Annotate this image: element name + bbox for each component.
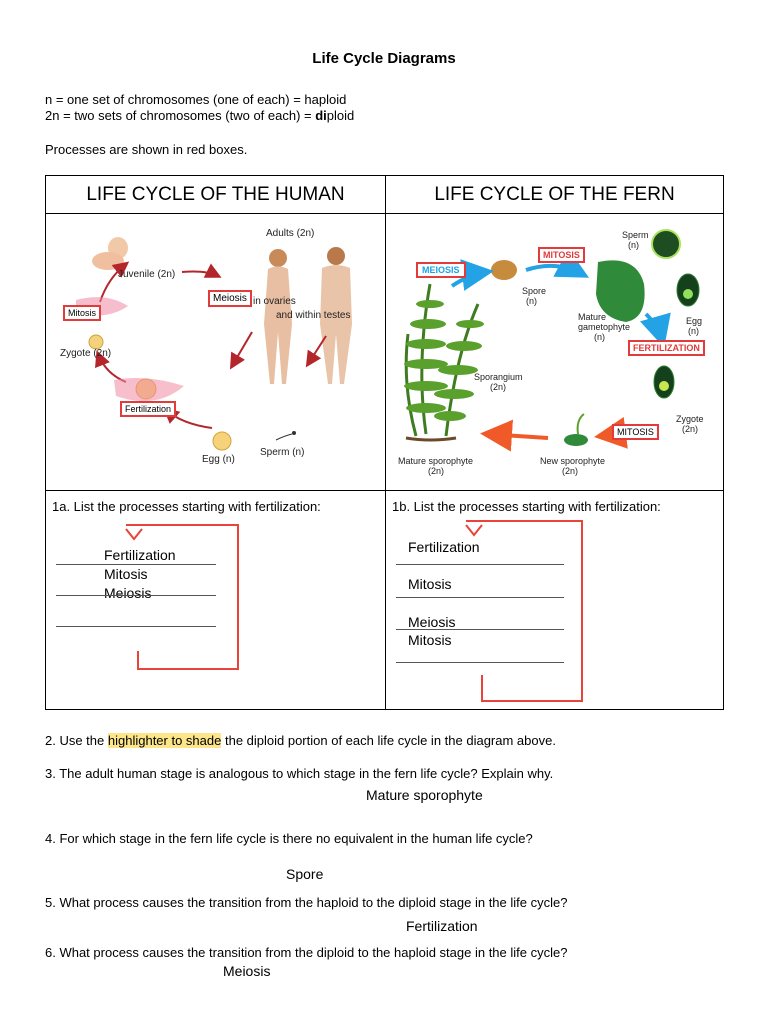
page-title: Life Cycle Diagrams bbox=[312, 50, 456, 67]
fern-blue-arrows bbox=[450, 248, 671, 348]
question-2-post: the diploid portion of each life cycle i… bbox=[221, 733, 556, 748]
processes-note: Processes are shown in red boxes. bbox=[45, 142, 248, 157]
q1b-cell: 1b. List the processes starting with fer… bbox=[385, 490, 724, 710]
diploid-definition: 2n = two sets of chromosomes (two of eac… bbox=[45, 108, 354, 123]
human-life-cycle-diagram: Adults (2n) Juvenile (2n) Mitosis Meiosi… bbox=[46, 214, 385, 490]
adult-female-figure bbox=[264, 249, 292, 384]
fern-mitosis2-process-box: MITOSIS bbox=[612, 424, 659, 440]
sporangium-2n-label: (2n) bbox=[490, 382, 507, 392]
q1b-answer-2: Mitosis bbox=[408, 576, 452, 592]
fern-fertilization-process-box: FERTILIZATION bbox=[628, 340, 705, 356]
mature-gametophyte-label: Mature bbox=[578, 312, 607, 322]
fern-sperm-n-label: (n) bbox=[628, 240, 639, 250]
gametophyte-n-label: (n) bbox=[594, 332, 605, 342]
q1a-answer-2: Mitosis bbox=[104, 566, 148, 582]
q1b-cycle-arrow bbox=[465, 520, 583, 702]
diploid-definition-post: ploid bbox=[326, 108, 355, 123]
question-3: 3. The adult human stage is analogous to… bbox=[45, 766, 554, 781]
q1a-answer-3: Meiosis bbox=[104, 585, 152, 601]
meiosis-process-box: Meiosis bbox=[208, 290, 252, 307]
diploid-definition-bold: di bbox=[315, 108, 327, 123]
answer-3: Mature sporophyte bbox=[366, 787, 483, 803]
sperm-figure bbox=[275, 431, 296, 441]
new-sporophyte-figure bbox=[564, 413, 588, 446]
zygote-figure-fern bbox=[653, 365, 675, 399]
mature-sporophyte-2n-label: (2n) bbox=[428, 466, 445, 476]
fern-header-cell: LIFE CYCLE OF THE FERN bbox=[385, 175, 724, 214]
q1b-question: 1b. List the processes starting with fer… bbox=[392, 499, 661, 514]
mitosis-process-box: Mitosis bbox=[63, 305, 102, 321]
q1b-answer-1: Fertilization bbox=[408, 539, 480, 555]
gametophyte-figure bbox=[596, 260, 645, 322]
fern-life-cycle-diagram: Sperm (n) MITOSIS MEIOSIS Spore (n) Matu… bbox=[386, 214, 723, 490]
zygote-label: Zygote (2n) bbox=[60, 348, 112, 359]
q1a-answer-area: 1a. List the processes starting with fer… bbox=[46, 491, 385, 709]
q1b-line-4 bbox=[396, 662, 564, 663]
spore-n-label: (n) bbox=[526, 296, 537, 306]
juvenile-label: Juvenile (2n) bbox=[118, 269, 176, 280]
question-6: 6. What process causes the transition fr… bbox=[45, 945, 568, 960]
sporangium-label: Sporangium bbox=[474, 372, 523, 382]
adult-male-figure bbox=[320, 247, 352, 384]
q1a-question: 1a. List the processes starting with fer… bbox=[52, 499, 321, 514]
question-2-highlight: highlighter to shade bbox=[107, 733, 222, 748]
fern-zygote-label: Zygote bbox=[676, 414, 704, 424]
fern-sperm-label: Sperm bbox=[622, 230, 649, 240]
fern-diagram-art bbox=[404, 229, 700, 452]
q1b-line-3 bbox=[396, 629, 564, 630]
q1b-answer-3: Meiosis bbox=[408, 614, 456, 630]
zygote-figure bbox=[88, 334, 104, 350]
fern-zygote-2n-label: (2n) bbox=[682, 424, 699, 434]
adults-label: Adults (2n) bbox=[266, 228, 315, 239]
diploid-definition-pre: 2n = two sets of chromosomes (two of eac… bbox=[45, 108, 316, 123]
life-cycle-table: LIFE CYCLE OF THE HUMAN LIFE CYCLE OF TH… bbox=[45, 175, 724, 710]
answer-6: Meiosis bbox=[223, 963, 271, 979]
mature-sporophyte-fern bbox=[404, 283, 484, 442]
question-4: 4. For which stage in the fern life cycl… bbox=[45, 831, 533, 846]
q1b-line-1 bbox=[396, 564, 564, 565]
spore-label: Spore bbox=[522, 286, 547, 296]
question-5: 5. What process causes the transition fr… bbox=[45, 895, 568, 910]
fertilization-process-box: Fertilization bbox=[120, 401, 177, 417]
egg-zoom-figure bbox=[676, 273, 700, 307]
answer-4: Spore bbox=[286, 866, 324, 882]
in-ovaries-label: in ovaries bbox=[253, 296, 296, 307]
question-2-pre: 2. Use the bbox=[45, 733, 108, 748]
q1a-line-3 bbox=[56, 626, 216, 627]
fern-egg-n-label: (n) bbox=[688, 326, 699, 336]
haploid-definition: n = one set of chromosomes (one of each)… bbox=[45, 92, 347, 107]
q1b-answer-area: 1b. List the processes starting with fer… bbox=[386, 491, 723, 709]
q1a-cycle-arrow bbox=[125, 524, 239, 670]
gametophyte-label: gametophyte bbox=[578, 322, 631, 332]
fern-egg-label: Egg bbox=[686, 316, 703, 326]
within-testes-label: and within testes bbox=[276, 310, 351, 321]
fern-meiosis-process-box: MEIOSIS bbox=[416, 262, 466, 278]
human-header-cell: LIFE CYCLE OF THE HUMAN bbox=[45, 175, 386, 214]
fern-meiosis-label: MEIOSIS bbox=[422, 265, 460, 275]
human-header: LIFE CYCLE OF THE HUMAN bbox=[86, 184, 345, 205]
new-sporophyte-2n-label: (2n) bbox=[562, 466, 579, 476]
sperm-label: Sperm (n) bbox=[260, 447, 305, 458]
q1a-line-1 bbox=[56, 564, 216, 565]
q1b-answer-4: Mitosis bbox=[408, 632, 452, 648]
spore-figure bbox=[491, 260, 517, 280]
new-sporophyte-label: New sporophyte bbox=[540, 456, 606, 466]
fern-header: LIFE CYCLE OF THE FERN bbox=[434, 184, 675, 205]
q1a-answer-1: Fertilization bbox=[104, 547, 176, 563]
sperm-zoom-figure bbox=[651, 229, 681, 259]
mature-sporophyte-label: Mature sporophyte bbox=[398, 456, 474, 466]
human-diagram-cell: Adults (2n) Juvenile (2n) Mitosis Meiosi… bbox=[45, 213, 386, 491]
egg-figure bbox=[212, 431, 232, 451]
q1b-line-2 bbox=[396, 597, 564, 598]
egg-label: Egg (n) bbox=[202, 454, 235, 465]
fern-diagram-cell: Sperm (n) MITOSIS MEIOSIS Spore (n) Matu… bbox=[385, 213, 724, 491]
answer-5: Fertilization bbox=[406, 918, 478, 934]
question-2: 2. Use the highlighter to shade the dipl… bbox=[45, 733, 556, 748]
fern-mitosis-process-box: MITOSIS bbox=[538, 247, 585, 263]
baby-figure bbox=[92, 237, 128, 270]
q1a-cell: 1a. List the processes starting with fer… bbox=[45, 490, 386, 710]
q1a-line-2 bbox=[56, 595, 216, 596]
